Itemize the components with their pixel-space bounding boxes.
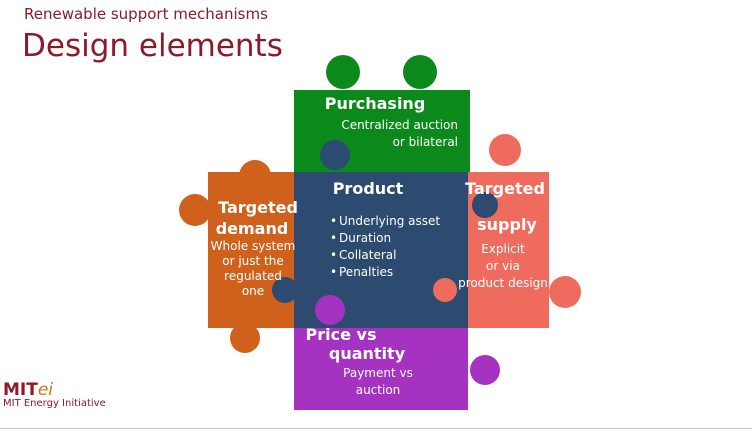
mitei-logo: MITei MIT Energy Initiative <box>3 380 106 409</box>
product-bullet: Collateral <box>339 248 396 262</box>
demand-line: or just the <box>222 254 284 268</box>
price-line: auction <box>356 383 401 397</box>
slide-title: Design elements <box>22 28 283 64</box>
logo-mark-ei: ei <box>37 380 54 400</box>
price-line: Payment vs <box>343 366 413 380</box>
purchasing-line: Centralized auction <box>341 118 458 132</box>
demand-title: Targeted <box>218 198 298 217</box>
demand-line: one <box>242 284 264 298</box>
product-bullet: Duration <box>339 231 391 245</box>
purchasing-line: or bilateral <box>393 135 458 149</box>
footer-divider <box>0 428 752 429</box>
product-bullet: Penalties <box>339 265 393 279</box>
price-title: quantity <box>329 344 406 363</box>
piece-salmon-knob <box>433 278 457 302</box>
supply-line: product design <box>458 276 548 290</box>
supply-line: Explicit <box>481 242 525 256</box>
product-bullet-dot: • <box>330 248 337 262</box>
purchasing-title: Purchasing <box>325 94 426 113</box>
product-title: Product <box>333 179 404 198</box>
demand-line: regulated <box>224 269 282 283</box>
piece-orange <box>179 160 298 353</box>
demand-title: demand <box>216 219 289 238</box>
supply-title: supply <box>477 215 537 234</box>
demand-line: Whole system <box>211 239 296 253</box>
piece-purple <box>294 295 500 410</box>
logo-mark: MIT <box>3 380 38 400</box>
piece-navy <box>272 140 498 359</box>
price-title: Price vs <box>306 325 377 344</box>
logo-name: MIT Energy Initiative <box>3 398 106 409</box>
product-bullet-dot: • <box>330 265 337 279</box>
product-bullet-dot: • <box>330 231 337 245</box>
supply-title: Targeted <box>465 179 545 198</box>
product-bullet: Underlying asset <box>339 214 440 228</box>
slide-subtitle: Renewable support mechanisms <box>24 5 268 23</box>
product-bullet-dot: • <box>330 214 337 228</box>
supply-line: or via <box>486 259 520 273</box>
